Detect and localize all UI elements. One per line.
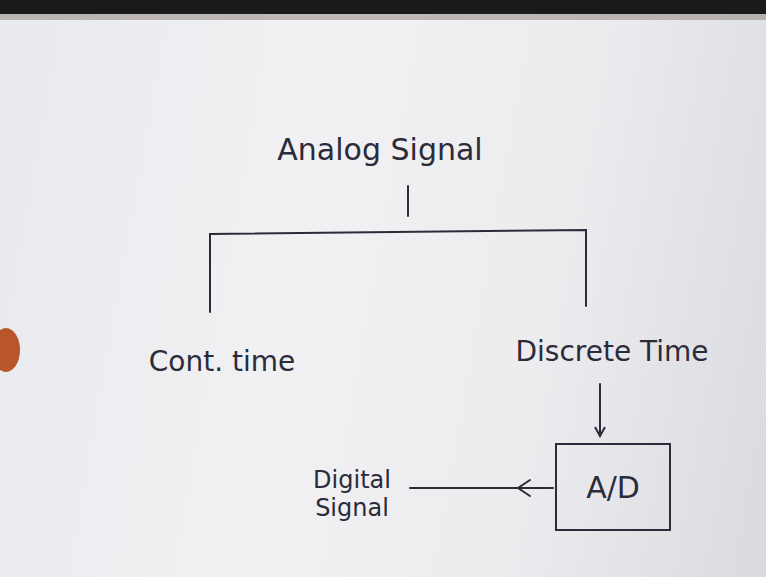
branch-label: Discrete Time (515, 336, 708, 368)
paper-edge (0, 14, 766, 20)
output-label: Digital Signal (296, 467, 408, 522)
branch-label: Cont. time (149, 346, 295, 378)
top-edge (0, 0, 766, 14)
process-box: A/D (555, 443, 671, 531)
finger (0, 328, 20, 372)
title-label: Analog Signal (277, 133, 482, 168)
arrow-left (410, 487, 553, 489)
arrow-down (599, 384, 601, 436)
arrow-head (518, 480, 530, 496)
tree-bracket (210, 230, 586, 312)
tree-stem (407, 186, 409, 216)
box-text: A/D (586, 470, 640, 505)
